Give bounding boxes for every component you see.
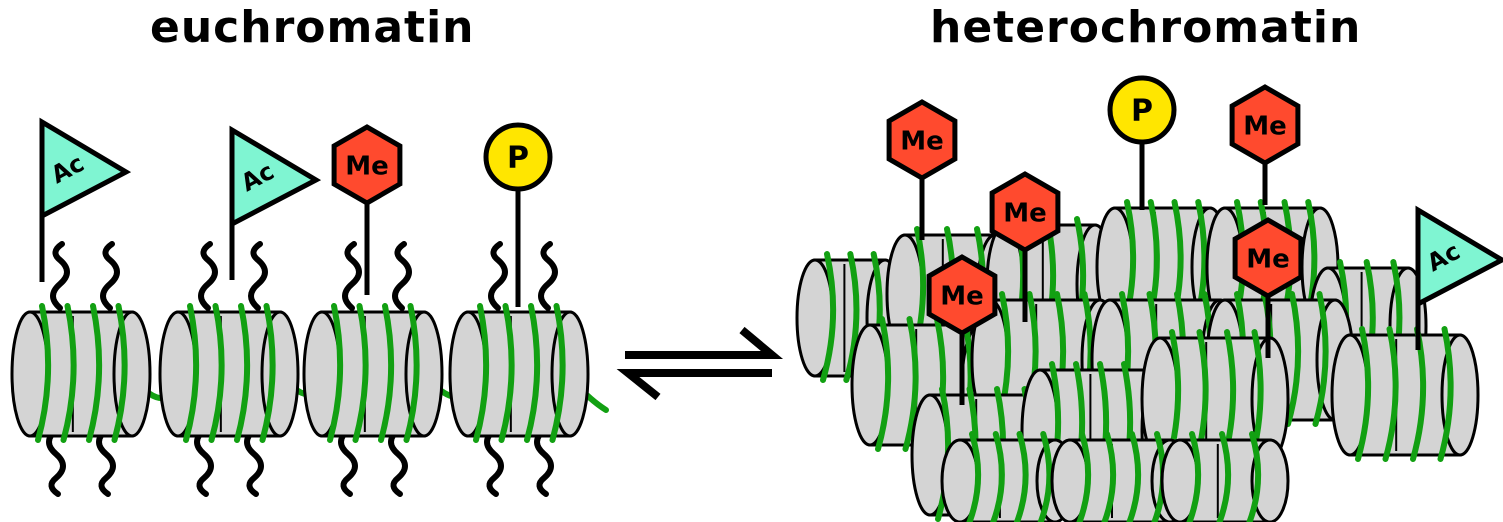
- nucleosome: [302, 303, 444, 443]
- histone-tail: [96, 427, 116, 497]
- methyl-hexagon-icon: Me: [926, 254, 998, 405]
- mark-label: Me: [900, 127, 944, 157]
- mark-label: P: [507, 141, 529, 176]
- mark-label: Me: [1243, 112, 1287, 142]
- mark-label: Me: [940, 282, 984, 312]
- histone-tail: [392, 241, 412, 311]
- nucleosome: [10, 303, 152, 443]
- euchromatin-title: euchromatin: [150, 2, 475, 53]
- mark-label: P: [1131, 94, 1153, 129]
- euchromatin-array: [10, 241, 609, 497]
- mark-label: Me: [1003, 199, 1047, 229]
- histone-tail: [484, 427, 504, 497]
- histone-tail: [194, 427, 214, 497]
- nucleosome: [448, 303, 590, 443]
- dna-wrap: [1355, 326, 1454, 462]
- histone-tail: [46, 427, 66, 497]
- heterochromatin-title: heterochromatin: [930, 2, 1362, 53]
- mark-label: Me: [1246, 245, 1290, 275]
- histone-tail: [198, 241, 218, 311]
- histone-tail: [388, 427, 408, 497]
- histone-tail: [338, 427, 358, 497]
- mark-label: Me: [345, 152, 389, 182]
- nucleosome: [158, 303, 300, 443]
- acetyl-flag-icon: Ac: [1415, 205, 1503, 350]
- methyl-hexagon-icon: Me: [1229, 84, 1301, 205]
- histone-tail: [100, 241, 120, 311]
- methyl-hexagon-icon: Me: [886, 99, 958, 240]
- dna-wrap: [1186, 431, 1262, 522]
- equilibrium-arrows-icon: [616, 326, 784, 401]
- nucleosome: [1330, 326, 1480, 462]
- histone-tail: [488, 241, 508, 311]
- acetyl-flag-icon: Ac: [229, 125, 322, 280]
- histone-tail: [534, 427, 554, 497]
- nucleosome: [1160, 431, 1290, 522]
- acetyl-flag-icon: Ac: [39, 117, 132, 282]
- histone-tail: [538, 241, 558, 311]
- dna-wrap: [966, 431, 1053, 522]
- histone-tail: [342, 241, 362, 311]
- methyl-hexagon-icon: Me: [331, 124, 403, 295]
- histone-tail: [50, 241, 70, 311]
- dna-wrap: [183, 303, 276, 443]
- phospho-circle-icon: P: [483, 122, 553, 307]
- dna-wrap: [35, 303, 128, 443]
- heterochromatin-cluster: [795, 199, 1480, 522]
- phospho-circle-icon: P: [1107, 75, 1177, 210]
- methyl-hexagon-icon: Me: [1232, 217, 1304, 358]
- histone-tail: [244, 427, 264, 497]
- dna-wrap: [473, 303, 566, 443]
- dna-wrap: [327, 303, 420, 443]
- histone-tail: [248, 241, 268, 311]
- methyl-hexagon-icon: Me: [989, 171, 1061, 322]
